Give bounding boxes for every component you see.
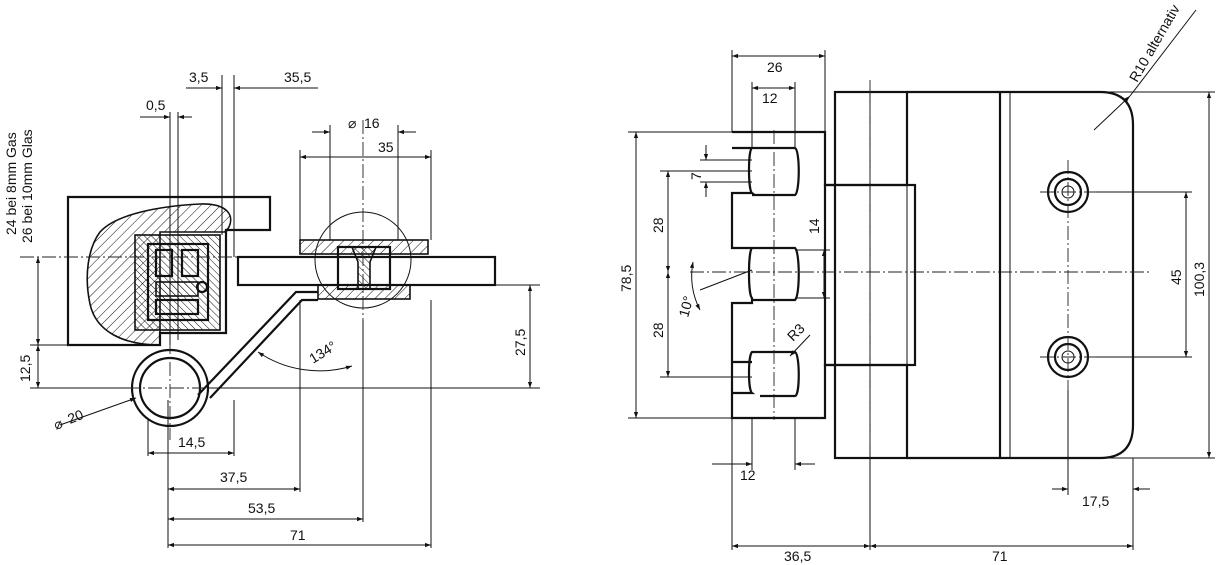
dim-100-3: 100,3 [1191, 262, 1207, 297]
dim-78-5: 78,5 [618, 265, 634, 292]
dim-dia16: 16 [364, 115, 380, 131]
extension-lines-right [628, 50, 1215, 550]
extension-lines-left [30, 75, 540, 548]
diameter-symbol: ⌀ [348, 115, 356, 131]
dim-28-lower: 28 [650, 322, 666, 338]
note-glass-10mm: 26 bei 10mm Glas [19, 129, 35, 243]
right-front-view: 26 12 7 28 14 78,5 10° 28 R3 12 36,5 71 … [618, 2, 1215, 564]
dim-14-5: 14,5 [178, 434, 205, 450]
slotted-plate-outline [730, 130, 837, 420]
glass-clamp-plate [907, 90, 1135, 460]
clamp-slot-b [180, 248, 200, 278]
clamp-slot-a [154, 248, 174, 278]
knuckle-bottom [833, 363, 909, 460]
dim-28-upper: 28 [650, 217, 666, 233]
note-glass-8mm: 24 bei 8mm Gas [3, 132, 19, 235]
dim-134-deg: 134° [306, 338, 339, 367]
dim-7: 7 [688, 172, 704, 180]
dim-37-5: 37,5 [220, 469, 247, 485]
dimension-lines-right [633, 9, 1212, 549]
dim-10-deg: 10° [675, 294, 696, 319]
dim-12-top: 12 [762, 90, 778, 106]
knuckle-top [833, 90, 909, 187]
dim-17-5: 17,5 [1082, 493, 1109, 509]
dim-12-bottom: 12 [740, 467, 756, 483]
screw-head [195, 280, 209, 294]
dimension-lines-left [35, 85, 533, 548]
left-section-view: 3,5 35,5 0,5 ⌀ 16 35 24 bei 8mm Gas 26 b… [3, 69, 540, 548]
dim-45: 45 [1168, 269, 1184, 285]
dim-36-5: 36,5 [784, 548, 811, 564]
dim-71-left: 71 [290, 527, 306, 543]
countersink-screw [350, 246, 378, 290]
dim-14: 14 [806, 218, 822, 234]
dim-71-right: 71 [992, 548, 1008, 564]
dim-0-5: 0,5 [146, 97, 166, 113]
note-r10-alternativ: R10 alternativ [1126, 2, 1183, 85]
wall-bracket-outline [66, 195, 272, 347]
dim-12-5: 12,5 [17, 355, 33, 382]
dim-35-5: 35,5 [284, 69, 311, 85]
clamp-slot-c [155, 281, 199, 297]
dim-dia20: 20 [65, 406, 86, 427]
dim-26: 26 [767, 59, 783, 75]
dim-27-5: 27,5 [512, 329, 528, 356]
clamp-slot-d [154, 298, 200, 316]
dim-53-5: 53,5 [248, 500, 275, 516]
dim-35: 35 [378, 139, 394, 155]
dim-3-5: 3,5 [189, 69, 209, 85]
connecting-arm [197, 290, 318, 399]
